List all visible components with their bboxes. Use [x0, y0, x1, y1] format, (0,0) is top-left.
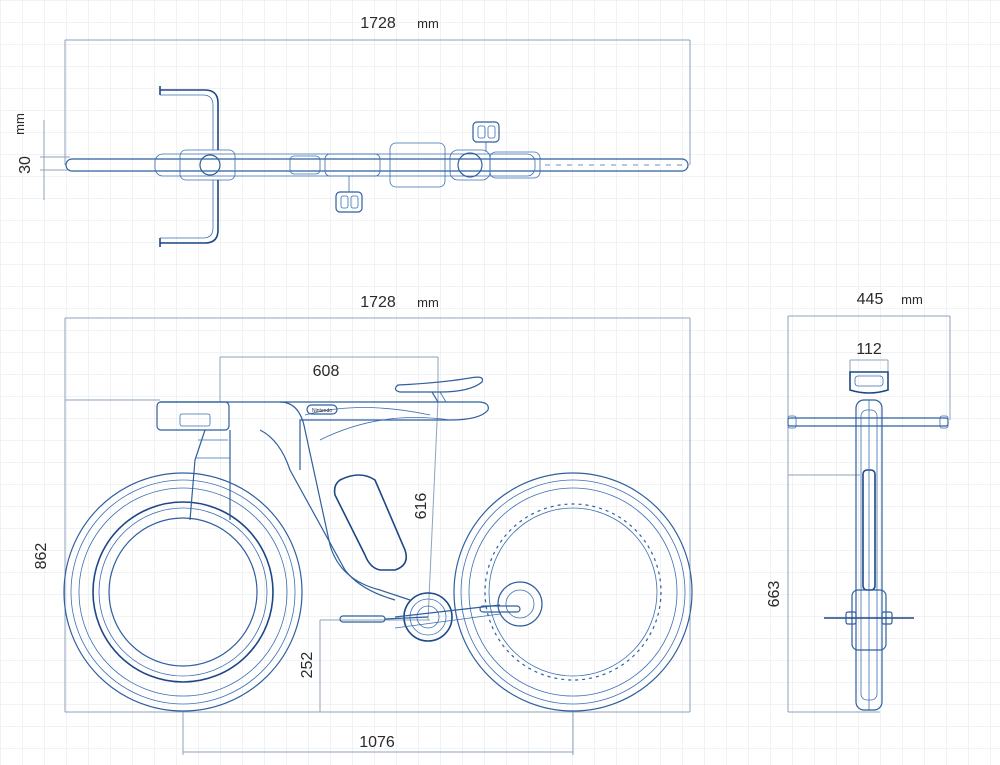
top-length-unit: mm	[417, 16, 439, 31]
top-length-value: 1728	[360, 15, 396, 32]
top-width-value: 30	[17, 156, 34, 174]
front-width-unit: mm	[901, 292, 923, 307]
top-view	[40, 39, 691, 247]
bb-height-value: 252	[299, 652, 316, 679]
frame-top-value: 608	[313, 363, 340, 380]
seat-height-value: 616	[413, 493, 430, 520]
side-length-unit: mm	[417, 295, 439, 310]
wheelbase-value: 1076	[359, 734, 395, 751]
side-view	[63, 317, 693, 755]
front-view	[787, 315, 951, 713]
logo-badge-text: Nintendo	[312, 408, 332, 414]
top-width-unit: mm	[12, 113, 27, 135]
side-length-value: 1728	[360, 294, 396, 311]
saddle-width-value: 112	[856, 341, 882, 358]
overall-height-value: 862	[33, 543, 50, 570]
front-width-value: 445	[857, 291, 884, 308]
front-height-value: 663	[766, 581, 783, 608]
